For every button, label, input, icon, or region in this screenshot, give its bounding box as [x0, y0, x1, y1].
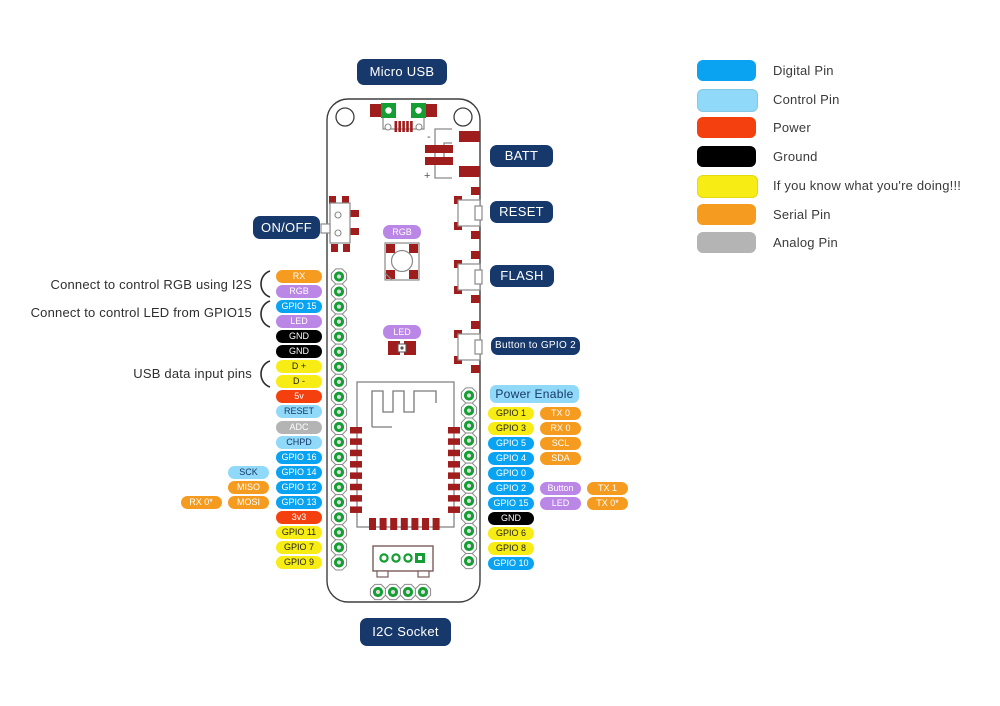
- brace-usb-data: [260, 360, 271, 388]
- legend-swatch-caution: [697, 174, 758, 198]
- usb-connector: [370, 103, 437, 131]
- pin-rgb: RGB: [276, 285, 322, 299]
- annotation-led-gpio15: Connect to control LED from GPIO15: [30, 305, 252, 320]
- antenna-trace: [371, 390, 437, 428]
- power-switch: [320, 196, 359, 252]
- pin-gnd: GND: [488, 511, 534, 525]
- pin-tx-1: TX 1: [587, 481, 628, 495]
- pin-gpio-7: GPIO 7: [276, 540, 322, 554]
- battery-connector: - +: [424, 128, 480, 182]
- legend-label: If you know what you're doing!!!: [773, 177, 962, 193]
- legend-label: Digital Pin: [773, 63, 834, 78]
- pin-gpio-15: GPIO 15: [488, 496, 534, 510]
- pin-sda: SDA: [540, 451, 581, 465]
- legend-swatch-serial: [697, 203, 756, 225]
- pin-gnd: GND: [276, 345, 322, 359]
- pin-gpio-10: GPIO 10: [488, 557, 534, 570]
- callout-batt: BATT: [490, 145, 553, 167]
- pin-tx-0: TX 0: [540, 406, 581, 420]
- pin-gpio-8: GPIO 8: [488, 541, 534, 555]
- callout-button-gpio2: Button to GPIO 2: [491, 337, 580, 355]
- annotation-rgb-i2s: Connect to control RGB using I2S: [50, 277, 252, 292]
- pin-gpio-9: GPIO 9: [276, 555, 322, 569]
- pin-5v: 5v: [276, 390, 322, 404]
- legend-swatch-digital: [697, 60, 756, 81]
- pin-chpd: CHPD: [276, 435, 322, 449]
- pin-gpio-6: GPIO 6: [488, 526, 534, 540]
- pin-d: D +: [276, 360, 322, 374]
- pin-gnd: GND: [276, 330, 322, 344]
- mounting-hole: [453, 107, 473, 127]
- pin-sck: SCK: [228, 465, 269, 479]
- legend-swatch-analog: [697, 232, 756, 254]
- pin-gpio-4: GPIO 4: [488, 451, 534, 465]
- pin-d: D -: [276, 375, 322, 389]
- callout-micro-usb: Micro USB: [357, 59, 447, 85]
- brace-led-gpio15: [260, 300, 271, 328]
- svg-text:+: +: [424, 170, 430, 182]
- pin-gpio-12: GPIO 12: [276, 480, 322, 494]
- legend-swatch-control: [697, 88, 758, 112]
- pin-gpio-0: GPIO 0: [488, 466, 534, 480]
- pin-led: LED: [276, 315, 322, 329]
- legend-label: Serial Pin: [773, 206, 831, 222]
- svg-text:-: -: [427, 131, 431, 143]
- legend-label: Control Pin: [773, 91, 840, 107]
- pin-3v3: 3v3: [276, 510, 322, 524]
- pin-gpio-1: GPIO 1: [488, 406, 534, 420]
- legend-label: Ground: [773, 149, 818, 165]
- annotation-braces: [260, 270, 271, 388]
- pin-led: LED: [540, 496, 581, 510]
- pin-gpio-16: GPIO 16: [276, 450, 322, 464]
- pin-gpio-11: GPIO 11: [276, 525, 322, 539]
- legend-swatch-ground: [697, 146, 756, 168]
- callout-power-enable: Power Enable: [490, 385, 579, 403]
- pin-adc: ADC: [276, 420, 322, 434]
- board-label-rgb: RGB: [383, 225, 421, 239]
- pin-button: Button: [540, 481, 581, 495]
- pin-gpio-13: GPIO 13: [276, 495, 322, 509]
- pin-scl: SCL: [540, 436, 581, 450]
- pin-gpio-5: GPIO 5: [488, 436, 534, 450]
- rgb-led-component: [384, 242, 420, 281]
- pin-rx-0: RX 0: [540, 421, 581, 435]
- i2c-socket-component: [372, 545, 434, 578]
- led-component: [388, 341, 416, 355]
- callout-flash: FLASH: [490, 265, 554, 287]
- callout-on-off: ON/OFF: [253, 216, 320, 239]
- pin-rx: RX: [276, 270, 322, 283]
- annotation-usb-data-pins: USB data input pins: [133, 366, 252, 381]
- pin-tx-0: TX 0*: [587, 496, 628, 510]
- legend-label: Analog Pin: [773, 235, 838, 251]
- pin-rx-0: RX 0*: [180, 495, 222, 509]
- pin-gpio-3: GPIO 3: [488, 421, 534, 435]
- callout-i2c-socket: I2C Socket: [360, 618, 451, 646]
- pin-gpio-2: GPIO 2: [488, 481, 534, 495]
- legend-swatch-power: [697, 117, 756, 139]
- mounting-hole: [335, 107, 355, 127]
- pin-miso: MISO: [228, 480, 269, 494]
- pin-gpio-15: GPIO 15: [276, 300, 322, 314]
- board-label-led: LED: [383, 325, 421, 339]
- callout-reset: RESET: [490, 201, 553, 223]
- pin-gpio-14: GPIO 14: [276, 465, 322, 479]
- legend-label: Power: [773, 120, 811, 136]
- pin-reset: RESET: [276, 405, 322, 419]
- pin-mosi: MOSI: [228, 495, 269, 509]
- brace-rgb-i2s: [260, 270, 271, 298]
